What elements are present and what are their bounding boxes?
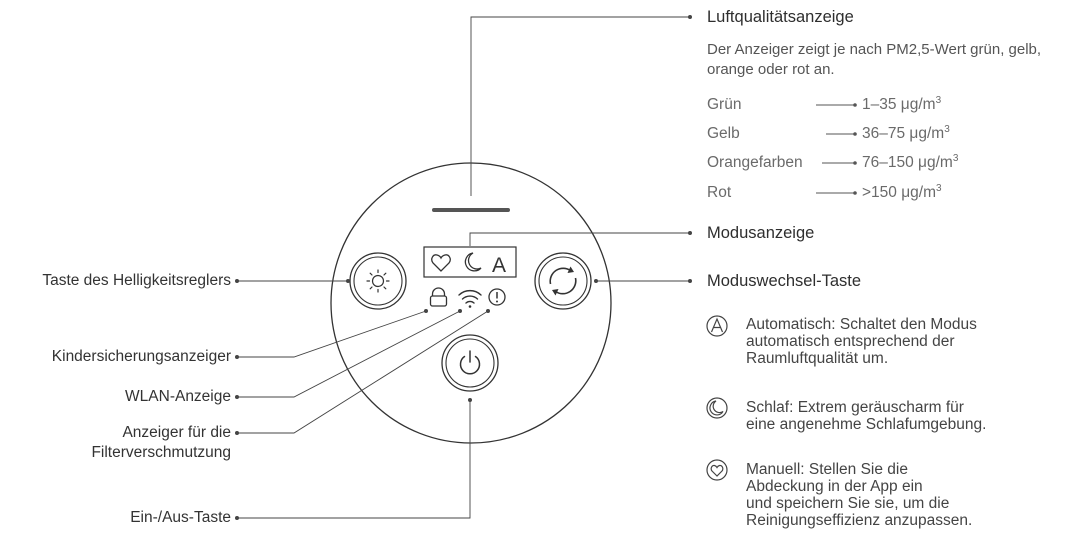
filter-label-line1: Anzeiger für die [122, 424, 231, 441]
mode-indicator-label: Modusanzeige [707, 224, 815, 242]
child-lock-label: Kindersicherungsanzeiger [51, 348, 231, 365]
level-name: Grün [707, 96, 742, 113]
level-range: 36–75 μg/m3 [862, 123, 950, 142]
leader-air-quality [470, 16, 690, 196]
wifi-icon [458, 289, 482, 308]
manual-mode-icon [706, 459, 728, 481]
mode-indicator-box: A [423, 246, 517, 278]
brightness-button-label: Taste des Helligkeitsreglers [42, 272, 231, 289]
leader-filter [237, 310, 489, 434]
heart-icon [431, 254, 451, 272]
air-quality-description: Der Anzeiger zeigt je nach PM2,5-Wert gr… [707, 41, 1042, 78]
lock-icon [429, 287, 448, 307]
level-range: >150 μg/m3 [862, 182, 942, 201]
filter-label-line2: Filterverschmutzung [91, 444, 231, 461]
moon-icon [464, 252, 482, 272]
level-name: Rot [707, 184, 732, 201]
level-range: 1–35 μg/m3 [862, 94, 942, 113]
sun-icon [366, 269, 390, 293]
auto-mode-icon [706, 315, 728, 337]
level-name: Orangefarben [707, 154, 803, 171]
air-quality-title: Luftqualitätsanzeige [707, 8, 854, 26]
power-button-label: Ein-/Aus-Taste [130, 509, 231, 526]
sleep-mode-icon [706, 397, 728, 419]
leader-wifi [237, 310, 461, 398]
cycle-arrows-icon [549, 266, 577, 296]
leader-child-lock [237, 310, 427, 358]
mode-description-manual: Manuell: Stellen Sie die Abdeckung in de… [746, 461, 973, 529]
mode-switch-button[interactable] [534, 252, 592, 310]
leader-power [237, 400, 471, 519]
brightness-button[interactable] [349, 252, 407, 310]
level-range: 76–150 μg/m3 [862, 152, 959, 171]
leader-mode-indicator [469, 232, 690, 246]
filter-warning-icon [488, 288, 506, 306]
mode-switch-label: Moduswechsel-Taste [707, 272, 862, 290]
auto-glyph: A [492, 254, 506, 277]
mode-description-sleep: Schlaf: Extrem geräuscharm für eine ange… [746, 399, 987, 433]
mode-description-auto: Automatisch: Schaltet den Modus automati… [746, 316, 977, 367]
power-icon [459, 350, 481, 375]
power-button[interactable] [441, 334, 499, 392]
level-name: Gelb [707, 125, 740, 142]
wifi-label: WLAN-Anzeige [125, 388, 231, 405]
